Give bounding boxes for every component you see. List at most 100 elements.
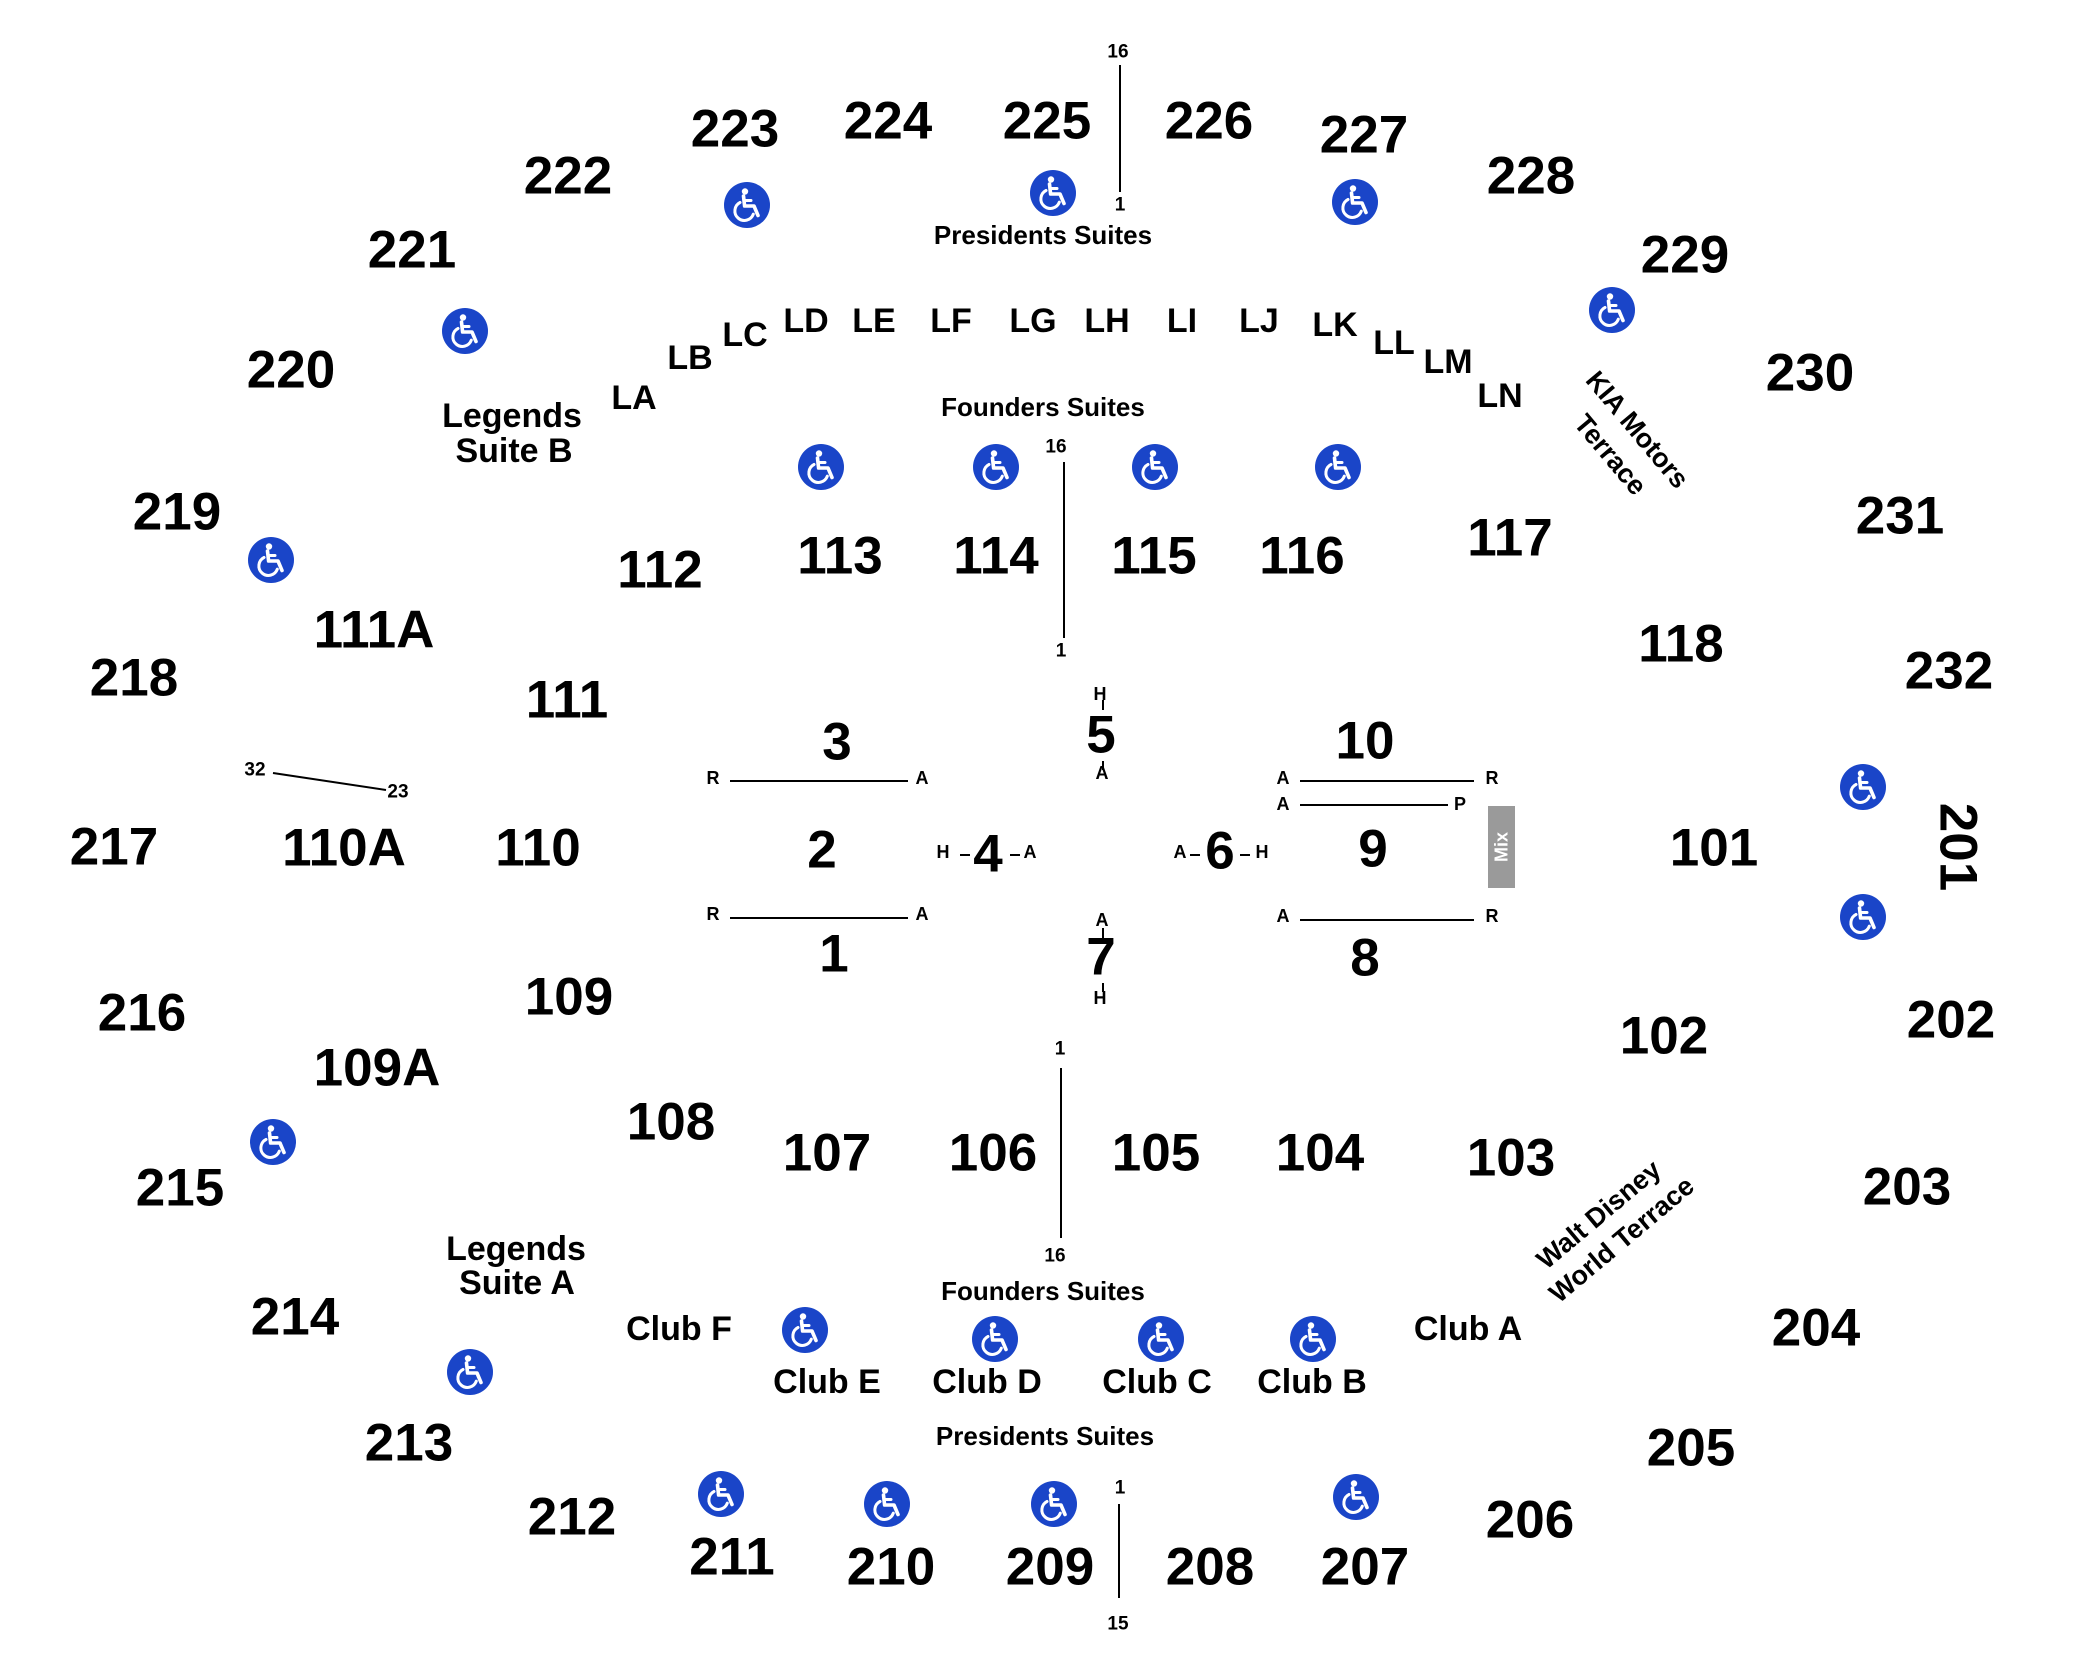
lodge-ln[interactable]: LN: [1477, 377, 1523, 415]
section-109[interactable]: 109: [524, 967, 614, 1027]
wheelchair-icon[interactable]: [1839, 893, 1887, 941]
section-231[interactable]: 231: [1855, 486, 1945, 546]
section-111[interactable]: 111: [525, 670, 609, 730]
section-201[interactable]: 201: [1928, 802, 1988, 892]
club-f[interactable]: Club F: [626, 1310, 732, 1348]
floor-section-3[interactable]: 3: [822, 712, 852, 772]
section-104[interactable]: 104: [1275, 1123, 1365, 1183]
section-115[interactable]: 115: [1111, 526, 1197, 586]
lodge-lm[interactable]: LM: [1423, 343, 1473, 381]
wheelchair-icon[interactable]: [441, 307, 489, 355]
section-108[interactable]: 108: [626, 1092, 716, 1152]
wheelchair-icon[interactable]: [1839, 763, 1887, 811]
floor-section-4[interactable]: 4: [973, 824, 1003, 884]
section-111a[interactable]: 111A: [313, 600, 435, 660]
section-211[interactable]: 211: [689, 1527, 775, 1587]
section-206[interactable]: 206: [1485, 1490, 1575, 1550]
section-214[interactable]: 214: [250, 1287, 340, 1347]
floor-section-5[interactable]: 5: [1086, 705, 1116, 765]
section-216[interactable]: 216: [97, 983, 187, 1043]
section-101[interactable]: 101: [1669, 818, 1759, 878]
club-e[interactable]: Club E: [773, 1363, 881, 1401]
section-110a[interactable]: 110A: [282, 818, 406, 878]
section-117[interactable]: 117: [1467, 508, 1553, 568]
legends-suite-a-line1[interactable]: Legends: [446, 1230, 586, 1268]
section-223[interactable]: 223: [690, 99, 780, 159]
wheelchair-icon[interactable]: [863, 1480, 911, 1528]
lodge-lb[interactable]: LB: [667, 339, 713, 377]
floor-section-10[interactable]: 10: [1335, 711, 1395, 771]
founders-suites-bottom[interactable]: Founders Suites: [941, 1276, 1145, 1306]
wheelchair-icon[interactable]: [249, 1118, 297, 1166]
wheelchair-icon[interactable]: [972, 443, 1020, 491]
section-209[interactable]: 209: [1005, 1537, 1095, 1597]
floor-section-1[interactable]: 1: [819, 924, 849, 984]
floor-section-7[interactable]: 7: [1086, 927, 1116, 987]
lodge-la[interactable]: LA: [611, 379, 657, 417]
wheelchair-icon[interactable]: [697, 1470, 745, 1518]
section-221[interactable]: 221: [367, 220, 457, 280]
section-213[interactable]: 213: [364, 1413, 454, 1473]
club-d[interactable]: Club D: [932, 1363, 1042, 1401]
section-227[interactable]: 227: [1319, 105, 1409, 165]
wheelchair-icon[interactable]: [1137, 1315, 1185, 1363]
legends-suite-b-line2[interactable]: Suite B: [455, 432, 573, 470]
wheelchair-icon[interactable]: [1314, 443, 1362, 491]
section-112[interactable]: 112: [617, 540, 703, 600]
wheelchair-icon[interactable]: [1131, 443, 1179, 491]
club-c[interactable]: Club C: [1102, 1363, 1212, 1401]
section-202[interactable]: 202: [1906, 990, 1996, 1050]
section-215[interactable]: 215: [135, 1158, 225, 1218]
wheelchair-icon[interactable]: [1331, 178, 1379, 226]
wheelchair-icon[interactable]: [247, 536, 295, 584]
section-217[interactable]: 217: [69, 817, 159, 877]
wheelchair-icon[interactable]: [797, 443, 845, 491]
floor-section-8[interactable]: 8: [1350, 928, 1380, 988]
presidents-suites-bottom[interactable]: Presidents Suites: [935, 1421, 1155, 1451]
wheelchair-icon[interactable]: [971, 1315, 1019, 1363]
wheelchair-icon[interactable]: [446, 1348, 494, 1396]
floor-section-9[interactable]: 9: [1358, 819, 1388, 879]
wheelchair-icon[interactable]: [1332, 1473, 1380, 1521]
section-228[interactable]: 228: [1486, 146, 1576, 206]
section-102[interactable]: 102: [1619, 1006, 1709, 1066]
lodge-lg[interactable]: LG: [1009, 302, 1057, 340]
section-203[interactable]: 203: [1862, 1157, 1952, 1217]
wheelchair-icon[interactable]: [1030, 1480, 1078, 1528]
section-107[interactable]: 107: [782, 1123, 872, 1183]
floor-section-2[interactable]: 2: [807, 820, 837, 880]
section-210[interactable]: 210: [846, 1537, 936, 1597]
section-106[interactable]: 106: [948, 1123, 1038, 1183]
founders-suites-top[interactable]: Founders Suites: [941, 392, 1145, 422]
lodge-lf[interactable]: LF: [930, 302, 972, 340]
section-205[interactable]: 205: [1646, 1418, 1736, 1478]
floor-section-6[interactable]: 6: [1205, 821, 1235, 881]
section-232[interactable]: 232: [1904, 641, 1994, 701]
section-219[interactable]: 219: [132, 482, 222, 542]
wheelchair-icon[interactable]: [781, 1306, 829, 1354]
section-226[interactable]: 226: [1164, 91, 1254, 151]
wheelchair-icon[interactable]: [723, 181, 771, 229]
section-103[interactable]: 103: [1466, 1128, 1556, 1188]
section-218[interactable]: 218: [89, 648, 179, 708]
section-105[interactable]: 105: [1111, 1123, 1201, 1183]
wheelchair-icon[interactable]: [1289, 1315, 1337, 1363]
lodge-lh[interactable]: LH: [1084, 302, 1130, 340]
legends-suite-b-line1[interactable]: Legends: [442, 397, 582, 435]
section-220[interactable]: 220: [246, 340, 336, 400]
section-222[interactable]: 222: [523, 146, 613, 206]
section-229[interactable]: 229: [1640, 225, 1730, 285]
presidents-suites-top[interactable]: Presidents Suites: [933, 220, 1153, 250]
section-230[interactable]: 230: [1765, 343, 1855, 403]
section-116[interactable]: 116: [1259, 526, 1345, 586]
section-208[interactable]: 208: [1165, 1537, 1255, 1597]
club-a[interactable]: Club A: [1413, 1310, 1523, 1348]
club-b[interactable]: Club B: [1257, 1363, 1367, 1401]
section-225[interactable]: 225: [1002, 91, 1092, 151]
section-110[interactable]: 110: [495, 818, 581, 878]
lodge-li[interactable]: LI: [1166, 302, 1198, 340]
lodge-ll[interactable]: LL: [1373, 324, 1415, 362]
wheelchair-icon[interactable]: [1029, 169, 1077, 217]
section-204[interactable]: 204: [1771, 1298, 1861, 1358]
wheelchair-icon[interactable]: [1588, 286, 1636, 334]
